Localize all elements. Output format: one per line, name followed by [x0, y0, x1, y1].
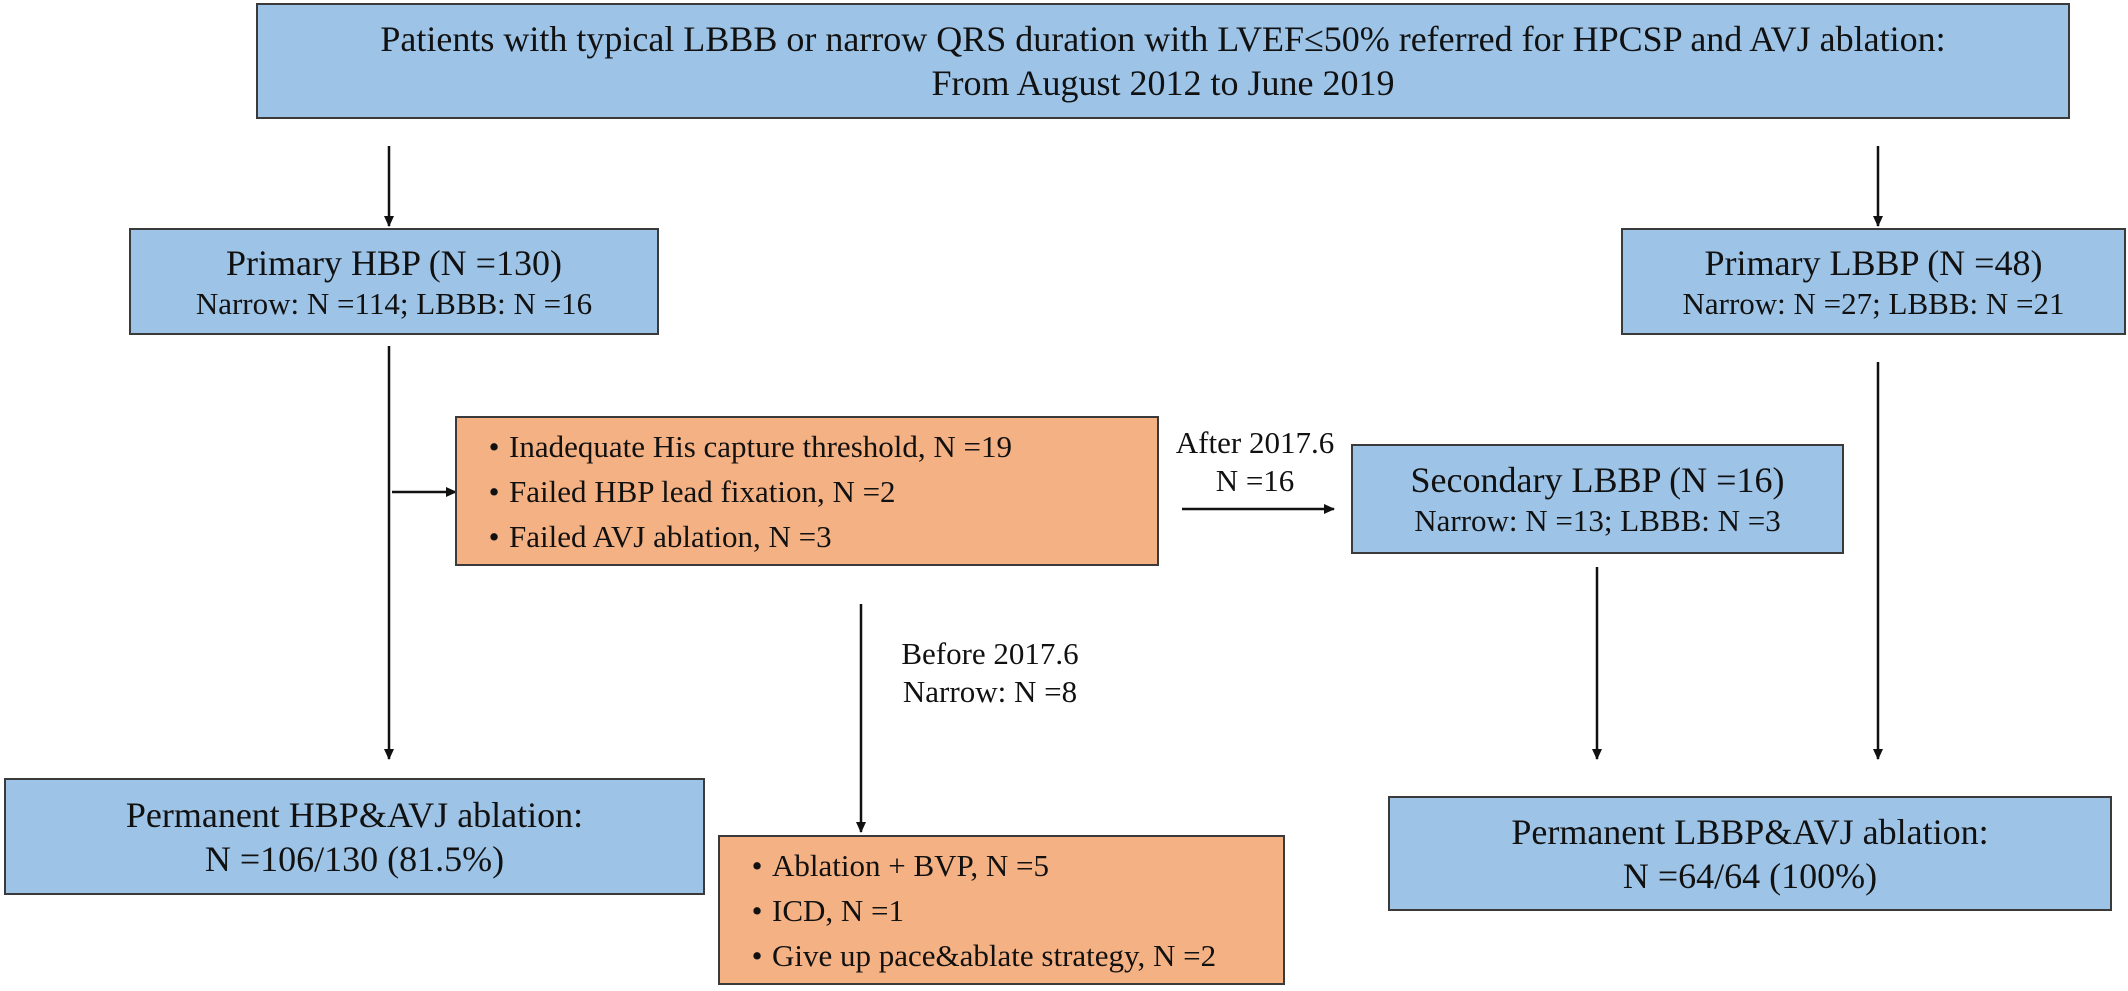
alternatives-box: •Ablation + BVP, N =5 •ICD, N =1 •Give u…: [718, 835, 1285, 985]
list-item: •Failed HBP lead fixation, N =2: [488, 473, 896, 509]
primary-hbp-box: Primary HBP (N =130) Narrow: N =114; LBB…: [129, 228, 659, 335]
list-item: •Inadequate His capture threshold, N =19: [488, 428, 1012, 464]
before-label: Before 2017.6 Narrow: N =8: [880, 635, 1100, 711]
permanent-lbbp-line-2: N =64/64 (100%): [1622, 855, 1878, 896]
primary-lbbp-subtitle: Narrow: N =27; LBBB: N =21: [1682, 285, 2065, 321]
after-label-line-2: N =16: [1215, 463, 1295, 498]
list-item: •ICD, N =1: [751, 892, 905, 928]
primary-hbp-title: Primary HBP (N =130): [226, 242, 562, 283]
failures-box: •Inadequate His capture threshold, N =19…: [455, 416, 1159, 566]
top-box: Patients with typical LBBB or narrow QRS…: [256, 3, 2070, 119]
before-label-line-2: Narrow: N =8: [902, 674, 1078, 709]
top-line-2: From August 2012 to June 2019: [931, 63, 1395, 103]
permanent-hbp-line-1: Permanent HBP&AVJ ablation:: [125, 794, 584, 835]
secondary-lbbp-title: Secondary LBBP (N =16): [1410, 460, 1785, 500]
after-label: After 2017.6 N =16: [1165, 424, 1345, 500]
primary-lbbp-box: Primary LBBP (N =48) Narrow: N =27; LBBB…: [1621, 228, 2126, 335]
before-label-line-1: Before 2017.6: [901, 636, 1079, 671]
permanent-lbbp-line-1: Permanent LBBP&AVJ ablation:: [1511, 811, 1989, 852]
list-item: •Ablation + BVP, N =5: [751, 847, 1049, 883]
primary-hbp-subtitle: Narrow: N =114; LBBB: N =16: [195, 285, 593, 321]
after-label-line-1: After 2017.6: [1175, 425, 1335, 460]
permanent-hbp-box: Permanent HBP&AVJ ablation: N =106/130 (…: [4, 778, 705, 895]
primary-lbbp-title: Primary LBBP (N =48): [1704, 242, 2043, 283]
secondary-lbbp-box: Secondary LBBP (N =16) Narrow: N =13; LB…: [1351, 444, 1844, 554]
secondary-lbbp-subtitle: Narrow: N =13; LBBB: N =3: [1414, 503, 1781, 538]
list-item: •Give up pace&ablate strategy, N =2: [751, 937, 1217, 973]
top-line-1: Patients with typical LBBB or narrow QRS…: [380, 19, 1946, 59]
list-item: •Failed AVJ ablation, N =3: [488, 518, 832, 554]
permanent-hbp-line-2: N =106/130 (81.5%): [204, 838, 505, 879]
permanent-lbbp-box: Permanent LBBP&AVJ ablation: N =64/64 (1…: [1388, 796, 2112, 911]
